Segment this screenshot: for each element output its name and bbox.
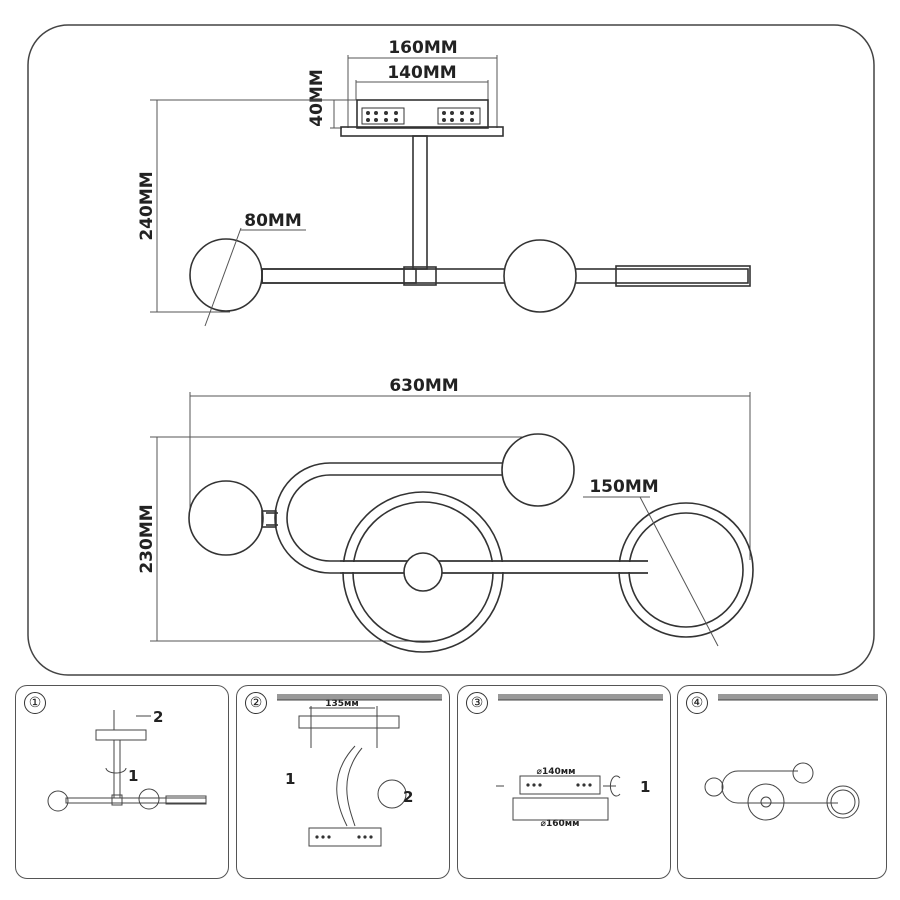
dim-canopy-outer: 160MM [347, 38, 498, 128]
dim-globe-label: 80MM [244, 211, 302, 231]
step-1-label-1: 1 [128, 767, 138, 785]
step-4-illustration [704, 694, 878, 821]
step-4-panel: ④ [677, 685, 887, 879]
step-1-number: ① [24, 692, 46, 714]
step-2-label-1: 1 [285, 770, 295, 788]
canopy-side [340, 99, 504, 137]
dim-ring: 150MM [583, 477, 719, 647]
step-4-number: ④ [686, 692, 708, 714]
step-1-panel: ① 2 1 [15, 685, 229, 879]
ceiling [277, 694, 442, 700]
step-3-number: ③ [466, 692, 488, 714]
step-1-label-2: 2 [153, 708, 163, 726]
step-3-inner-dim: ⌀140мм [537, 767, 576, 777]
globe-right-side [503, 239, 577, 313]
ceiling [498, 694, 663, 700]
main-diagram: 160MM 140MM 40MM 240MM [27, 24, 875, 676]
globe-left-side [189, 238, 263, 312]
globe-right-top [501, 433, 575, 507]
dim-globe: 80MM [204, 211, 306, 327]
dim-canopy-height-label: 40MM [307, 69, 327, 127]
globe-center-top [403, 552, 443, 592]
terminal-block-right [437, 107, 481, 125]
dim-ring-label: 150MM [589, 477, 658, 497]
step-2-label-2: 2 [403, 788, 413, 806]
dim-total-height-label: 240MM [137, 171, 157, 240]
step-3-outer-dim: ⌀160мм [541, 819, 580, 829]
dim-total-height: 240MM [137, 99, 350, 313]
dim-canopy-height: 40MM [307, 69, 360, 129]
step-3-panel: ③ ⌀140мм ⌀160мм 1 [457, 685, 671, 879]
dim-total-width-label: 630MM [389, 376, 458, 396]
dim-depth-label: 230MM [137, 504, 157, 573]
terminal-block-left [361, 107, 405, 125]
dim-canopy-inner-label: 140MM [387, 63, 456, 83]
main-frame [27, 24, 875, 676]
dim-canopy-inner: 140MM [355, 63, 489, 100]
step-3-label-1: 1 [640, 778, 650, 796]
step-2-panel: ② 135мм 1 2 [236, 685, 450, 879]
step-2-illustration: 135мм 1 2 [277, 694, 442, 847]
dim-canopy-outer-label: 160MM [388, 38, 457, 58]
globe-left-top [188, 480, 264, 556]
ceiling [718, 694, 878, 700]
step-2-number: ② [245, 692, 267, 714]
step-1-illustration: 2 1 [47, 708, 207, 812]
step-3-illustration: ⌀140мм ⌀160мм 1 [496, 694, 663, 829]
rod-side [412, 135, 428, 270]
dim-total-width: 630MM [189, 376, 751, 560]
step-2-spacing: 135мм [325, 699, 359, 709]
